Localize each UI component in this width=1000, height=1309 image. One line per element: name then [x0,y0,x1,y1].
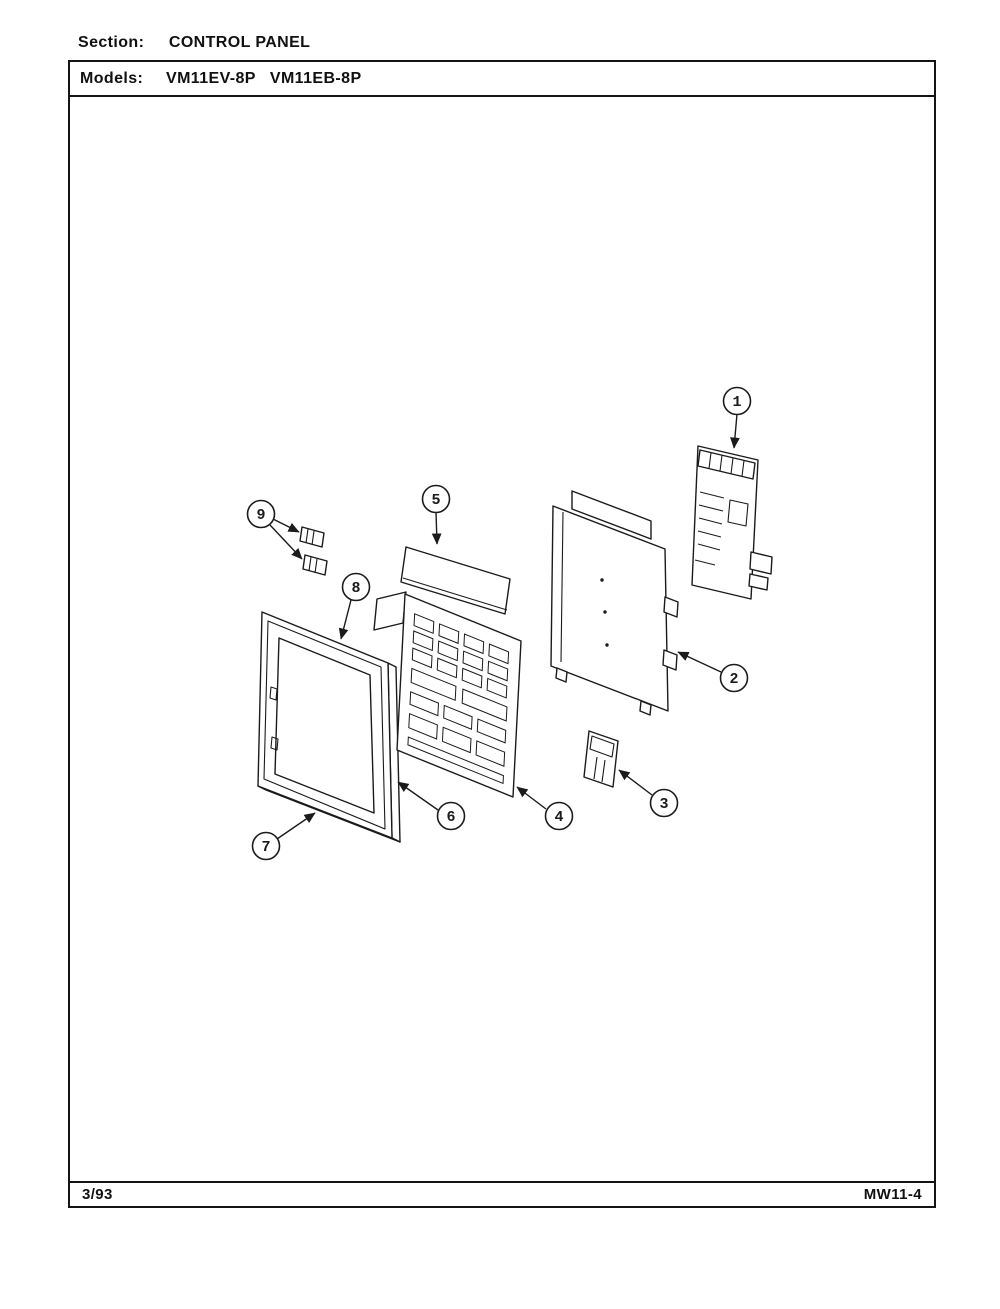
section-title: CONTROL PANEL [168,34,311,51]
diagram-frame: Models: VM11EV-8P VM11EB-8P 3/93 MW11-4 [68,60,936,1208]
footer-date: 3/93 [82,1186,113,1203]
footer-row: 3/93 MW11-4 [70,1181,934,1206]
footer-doc-number: MW11-4 [863,1186,922,1203]
models-row: Models: VM11EV-8P VM11EB-8P [70,62,934,97]
model-name: VM11EV-8P [166,69,256,87]
section-header: Section: CONTROL PANEL [78,34,310,52]
model-name: VM11EB-8P [269,69,362,87]
section-label: Section: [78,34,145,51]
models-label: Models: [80,69,144,87]
